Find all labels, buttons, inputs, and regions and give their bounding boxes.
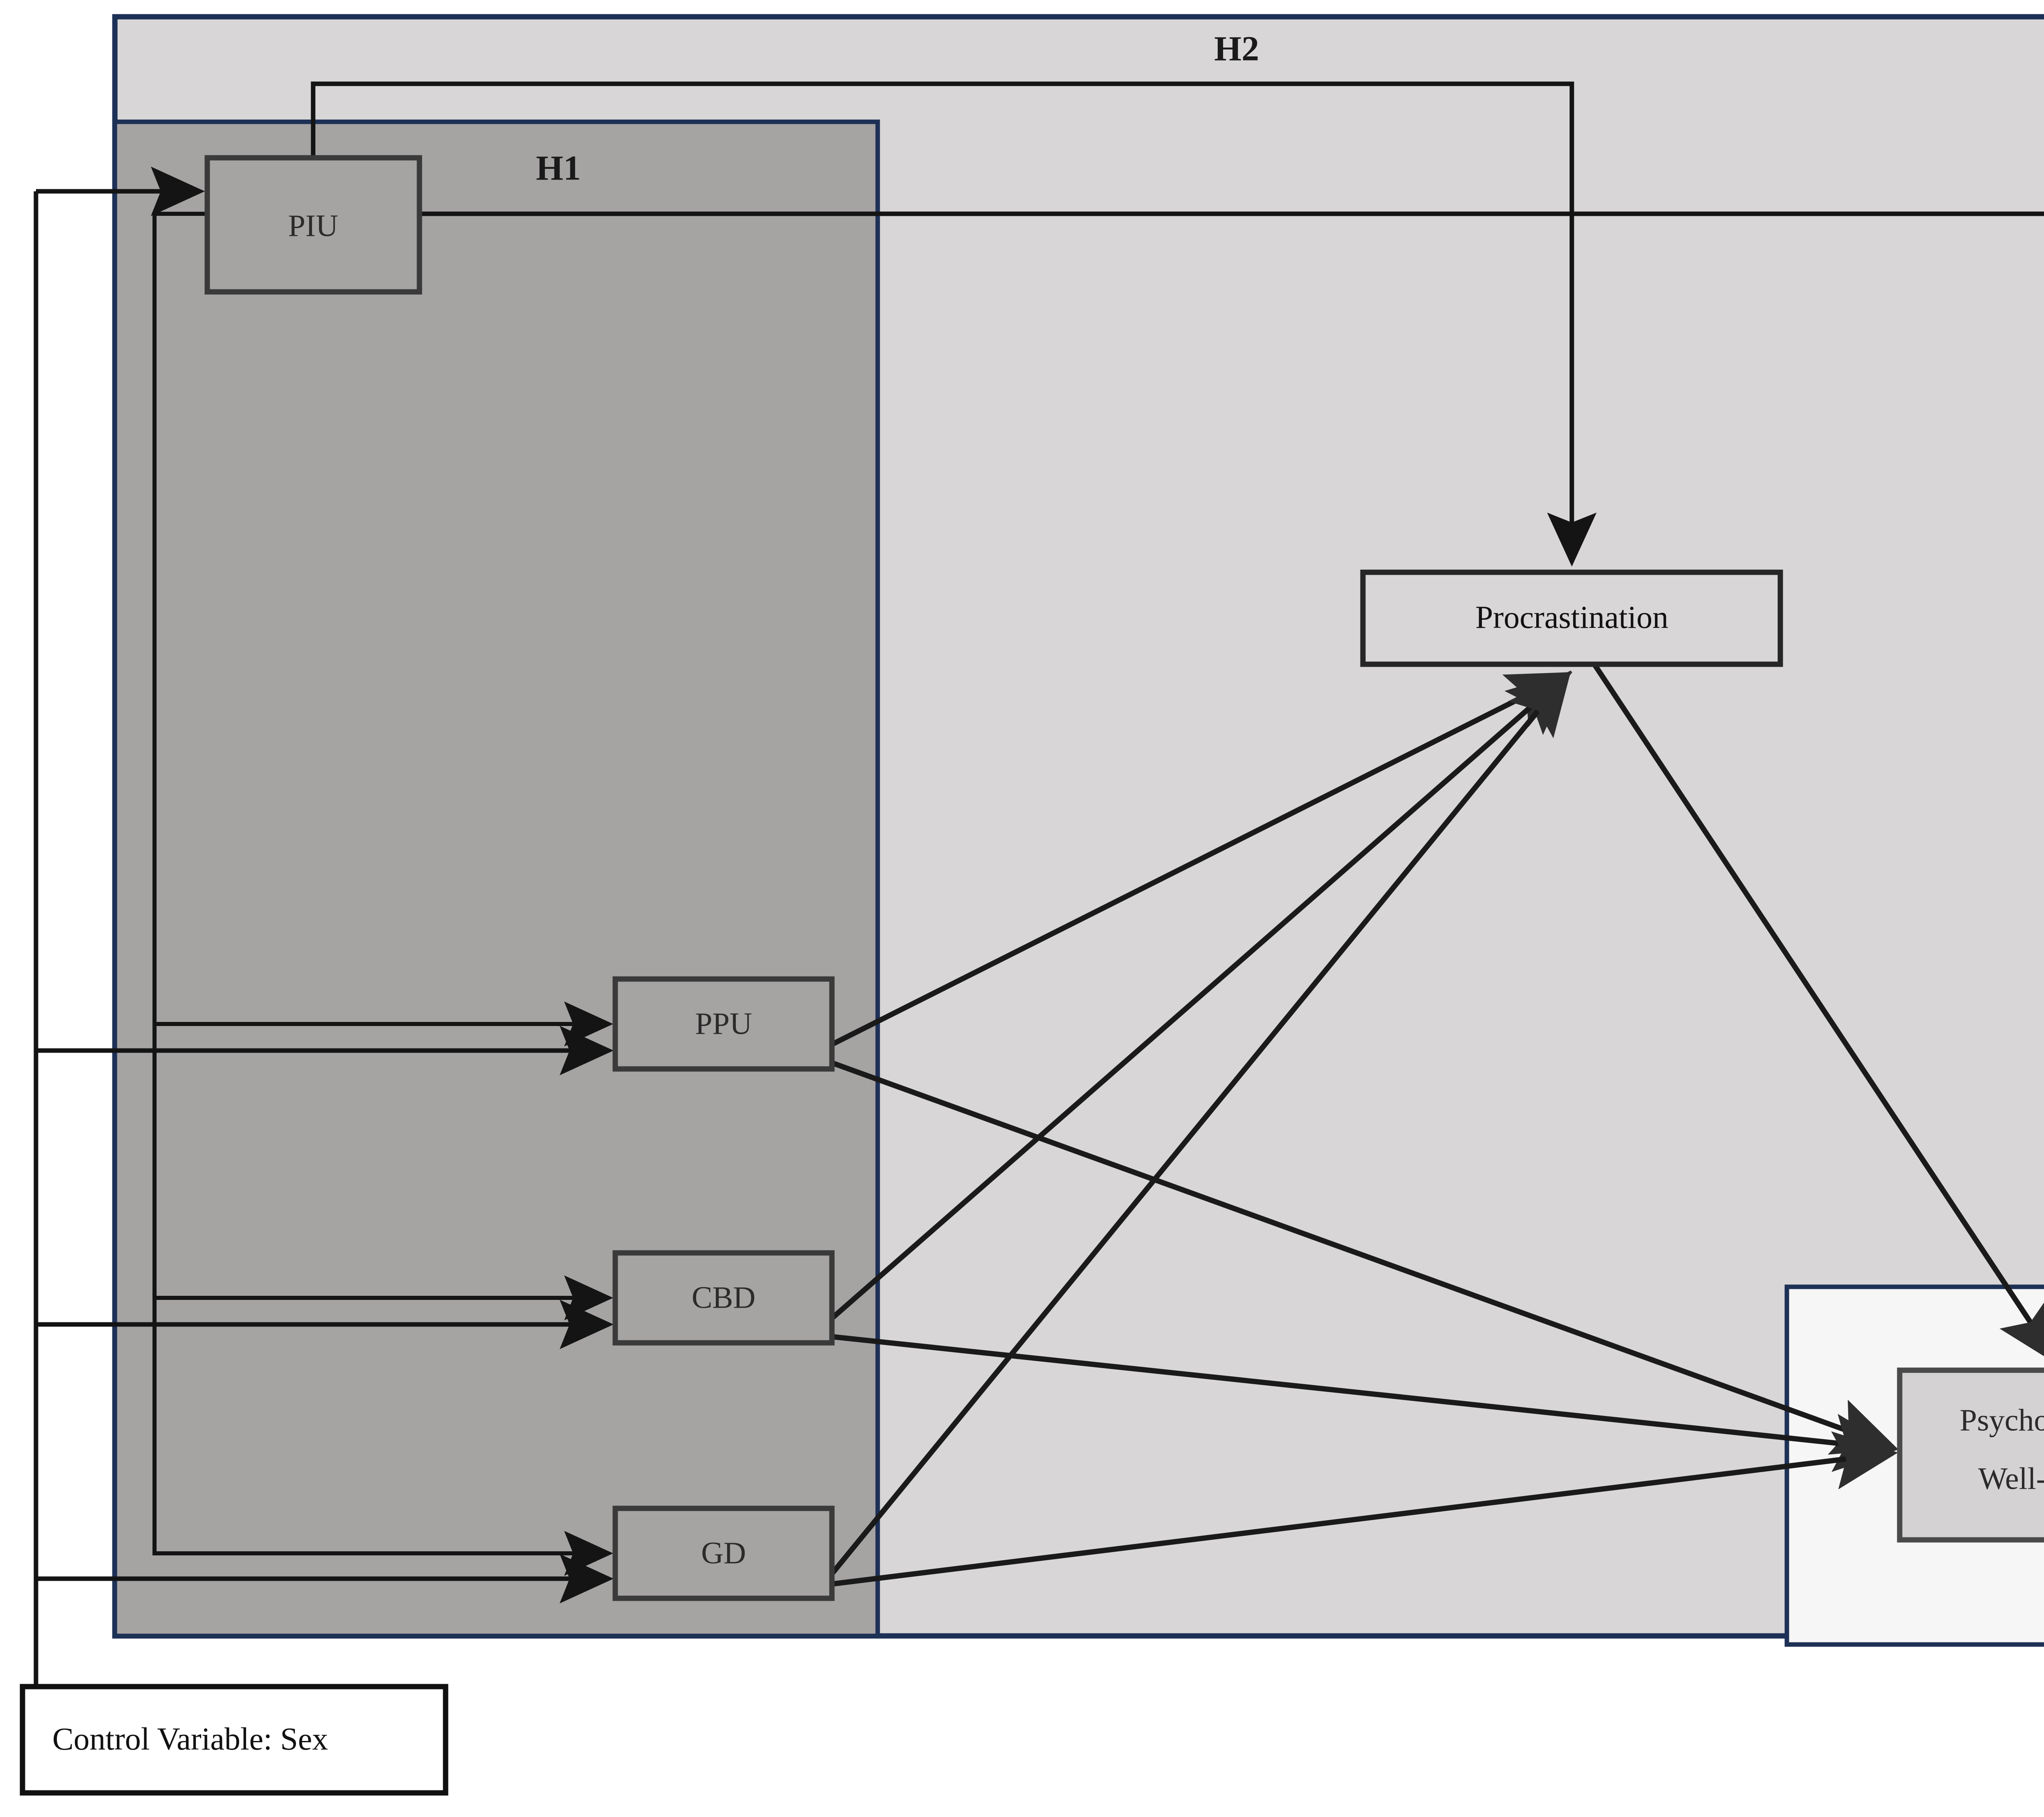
node-piu[interactable]: PIU <box>204 155 422 295</box>
edge-piu-to-procrastination <box>311 81 1597 567</box>
node-pwb-label-line2: Well-being <box>1978 1461 2044 1496</box>
edge-piu-bus <box>152 212 613 1576</box>
edge-gd-to-procrastination <box>829 670 1571 1576</box>
node-psychological-well-being[interactable]: Psychological Well-being <box>1897 1367 2044 1543</box>
edge-piu-to-gd <box>152 212 613 1576</box>
edge-procrastination-to-pwb <box>1592 663 2044 1366</box>
node-control-variable[interactable]: Control Variable: Sex <box>20 1684 448 1796</box>
node-pwb-label-line1: Psychological <box>1960 1403 2044 1437</box>
node-cbd[interactable]: CBD <box>612 1250 835 1346</box>
node-gd[interactable]: GD <box>612 1506 835 1601</box>
node-procrastination[interactable]: Procrastination <box>1360 569 1783 667</box>
edge-control-bus <box>34 166 614 1687</box>
node-control-variable-label: Control Variable: Sex <box>52 1721 328 1757</box>
edge-ppu-to-procrastination <box>831 672 1573 1047</box>
panel-h2-label: H2 <box>1214 29 1259 68</box>
panel-h1-label: H1 <box>536 148 581 188</box>
node-gd-label: GD <box>701 1536 746 1570</box>
edge-ppu-to-pwb <box>831 1060 1898 1455</box>
node-ppu-label: PPU <box>695 1006 752 1041</box>
edge-gd-to-pwb <box>831 1431 1898 1587</box>
node-procrastination-label: Procrastination <box>1475 599 1668 635</box>
panel-h1: H1 <box>112 119 880 1638</box>
edge-cbd-to-procrastination <box>830 671 1572 1320</box>
node-cbd-label: CBD <box>692 1280 755 1315</box>
edge-piu-to-pwb <box>419 211 2044 216</box>
node-ppu[interactable]: PPU <box>612 976 835 1072</box>
node-piu-label: PIU <box>288 208 338 243</box>
edge-cbd-to-pwb <box>831 1334 1898 1472</box>
